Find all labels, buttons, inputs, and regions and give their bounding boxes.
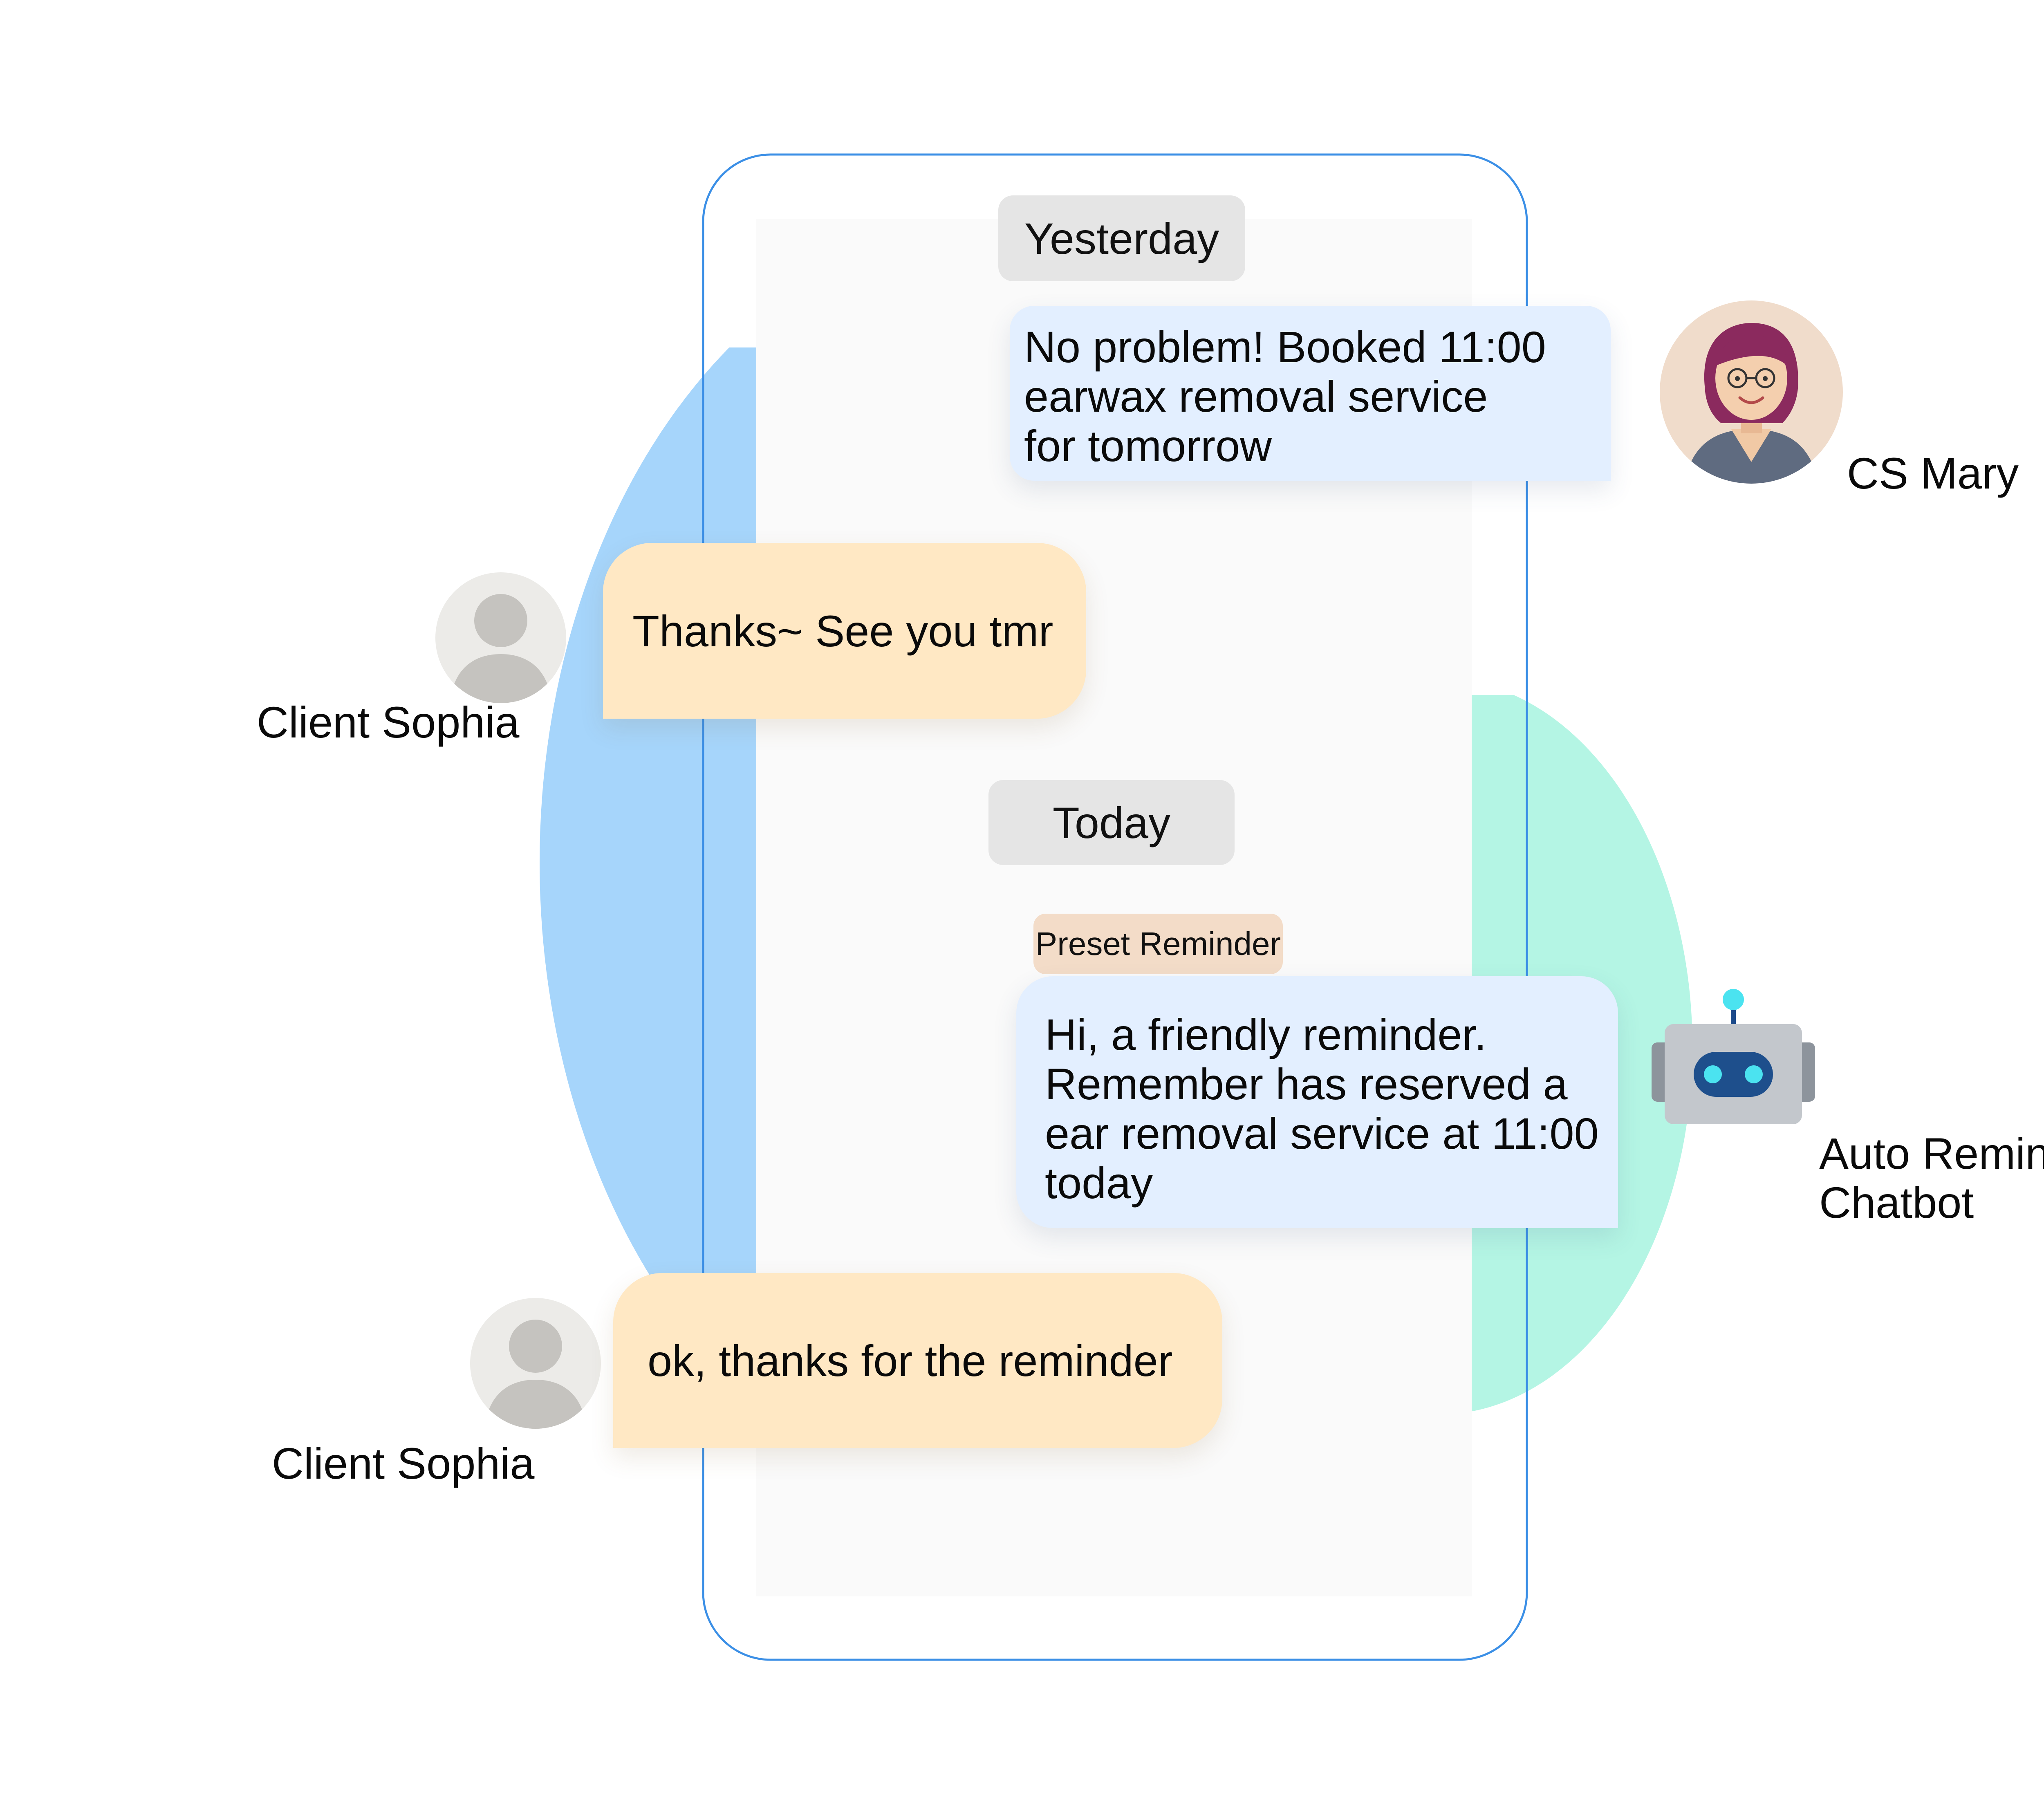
message-bubble-client-sophia: Thanks~ See you tmr: [603, 543, 1086, 719]
preset-reminder-tag: Preset Reminder: [1033, 914, 1283, 974]
client-sophia-label: Client Sophia: [272, 1439, 535, 1488]
message-text: ok, thanks for the reminder: [648, 1336, 1173, 1385]
phone-frame: [702, 153, 1528, 1661]
cs-mary-label: CS Mary: [1847, 448, 2019, 498]
message-line: Hi, a friendly reminder.: [1045, 1010, 1487, 1059]
client-sophia-label: Client Sophia: [257, 697, 520, 747]
message-bubble-cs-mary: No problem! Booked 11:00 earwax removal …: [1010, 306, 1611, 481]
date-divider-today: Today: [988, 780, 1235, 865]
woman-agent-avatar-icon: [1660, 300, 1843, 484]
message-line: earwax removal service: [1024, 372, 1488, 421]
chatbot-label-line-1: Auto Reminder: [1819, 1129, 2044, 1178]
message-line: today: [1045, 1158, 1153, 1208]
message-line: for tomorrow: [1024, 421, 1272, 471]
message-bubble-chatbot: Hi, a friendly reminder. Remember has re…: [1016, 976, 1618, 1228]
message-line: Remember has reserved a: [1045, 1059, 1568, 1109]
robot-icon: [1652, 989, 1815, 1124]
message-bubble-client-sophia: ok, thanks for the reminder: [613, 1273, 1222, 1448]
message-line: ear removal service at 11:00: [1045, 1109, 1599, 1158]
chatbot-label-line-2: Chatbot: [1819, 1178, 1974, 1227]
user-silhouette-icon: [435, 572, 566, 703]
date-divider-yesterday: Yesterday: [998, 195, 1245, 281]
user-silhouette-icon: [470, 1298, 601, 1429]
message-line: No problem! Booked 11:00: [1024, 322, 1546, 372]
message-text: Thanks~ See you tmr: [632, 606, 1053, 656]
